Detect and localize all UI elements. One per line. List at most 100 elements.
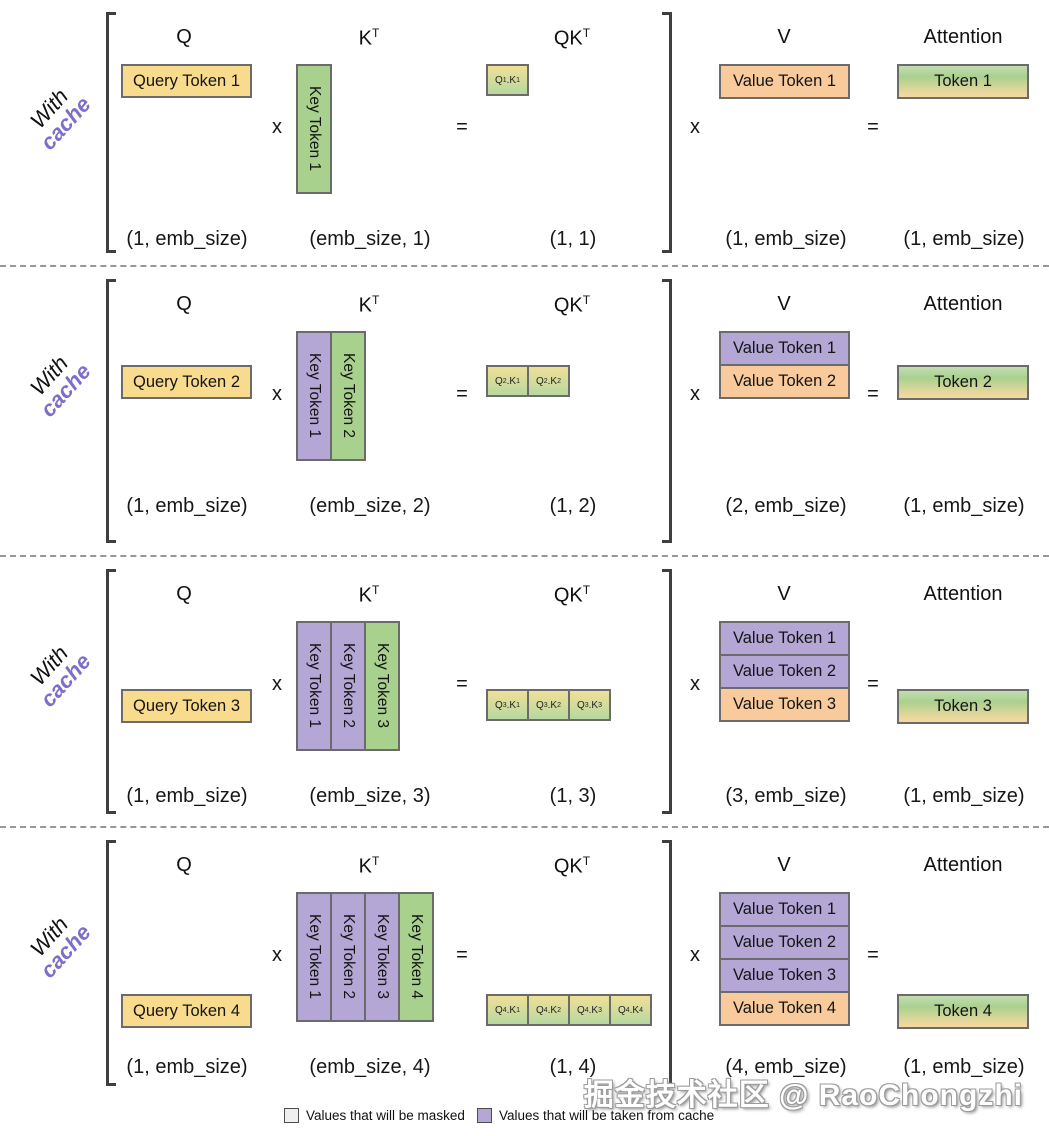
value-token-row: Value Token 2 (719, 925, 850, 960)
key-token-column: Key Token 4 (398, 892, 434, 1022)
close-bracket (662, 12, 672, 253)
dim-label-q: (1, emb_size) (126, 1056, 248, 1078)
close-bracket (662, 569, 672, 814)
open-bracket (106, 840, 116, 1086)
column-header-v: V (777, 854, 791, 876)
value-token-row: Value Token 3 (719, 958, 850, 993)
value-token-row: Value Token 3 (719, 687, 850, 722)
column-header-attention: Attention (923, 854, 1003, 876)
dim-label-qkt: (1, 4) (549, 1056, 597, 1078)
dim-label-attention: (1, emb_size) (903, 495, 1025, 517)
key-token-column: Key Token 1 (296, 64, 332, 194)
key-token-column: Key Token 3 (364, 892, 400, 1022)
column-header-q: Q (176, 293, 192, 315)
value-token-row: Value Token 1 (719, 331, 850, 366)
key-token-column: Key Token 3 (364, 621, 400, 751)
close-bracket (662, 279, 672, 543)
column-header-q: Q (176, 854, 192, 876)
equals-operator: = (456, 116, 468, 138)
dim-label-qkt: (1, 2) (549, 495, 597, 517)
column-header-attention: Attention (923, 293, 1003, 315)
query-token-box: Query Token 1 (121, 64, 252, 98)
open-bracket (106, 12, 116, 253)
column-header-q: Q (176, 583, 192, 605)
key-matrix: Key Token 1 (296, 64, 332, 194)
value-token-row: Value Token 1 (719, 621, 850, 656)
attention-token-box: Token 2 (897, 365, 1029, 400)
value-token-row: Value Token 1 (719, 64, 850, 99)
close-bracket (662, 840, 672, 1086)
dim-label-v: (2, emb_size) (725, 495, 847, 517)
key-token-column: Key Token 1 (296, 892, 332, 1022)
equals-operator: = (456, 673, 468, 695)
dim-label-attention: (1, emb_size) (903, 785, 1025, 807)
column-header-qkt: QKT (553, 293, 591, 317)
column-header-kt: KT (358, 854, 380, 878)
multiply-operator: x (690, 673, 700, 695)
column-header-v: V (777, 26, 791, 48)
column-header-v: V (777, 293, 791, 315)
legend-masked-label: Values that will be masked (306, 1108, 465, 1123)
column-header-kt: KT (358, 293, 380, 317)
query-token-box: Query Token 4 (121, 994, 252, 1028)
dim-label-qkt: (1, 1) (549, 228, 597, 250)
multiply-operator: x (272, 673, 282, 695)
dim-label-v: (3, emb_size) (725, 785, 847, 807)
value-token-row: Value Token 2 (719, 654, 850, 689)
legend-bar: Values that will be masked Values that w… (0, 1100, 1049, 1136)
equals-operator: = (456, 383, 468, 405)
dim-label-v: (1, emb_size) (725, 228, 847, 250)
equals-operator: = (867, 383, 879, 405)
dim-label-q: (1, emb_size) (126, 228, 248, 250)
multiply-operator: x (272, 944, 282, 966)
key-token-column: Key Token 1 (296, 331, 332, 461)
key-token-column: Key Token 1 (296, 621, 332, 751)
watermark: 掘金技术社区 @ RaoChongzhi (583, 1079, 1023, 1112)
key-token-column: Key Token 2 (330, 621, 366, 751)
value-token-row: Value Token 4 (719, 991, 850, 1026)
multiply-operator: x (272, 383, 282, 405)
cache-swatch-icon (477, 1108, 492, 1123)
dim-label-v: (4, emb_size) (725, 1056, 847, 1078)
column-header-v: V (777, 583, 791, 605)
query-token-box: Query Token 3 (121, 689, 252, 723)
column-header-qkt: QKT (553, 583, 591, 607)
dim-label-attention: (1, emb_size) (903, 1056, 1025, 1078)
multiply-operator: x (272, 116, 282, 138)
key-token-column: Key Token 2 (330, 331, 366, 461)
equals-operator: = (456, 944, 468, 966)
multiply-operator: x (690, 944, 700, 966)
column-header-attention: Attention (923, 583, 1003, 605)
dim-label-kt: (emb_size, 4) (309, 1056, 431, 1078)
query-token-box: Query Token 2 (121, 365, 252, 399)
attention-token-box: Token 1 (897, 64, 1029, 99)
column-header-kt: KT (358, 26, 380, 50)
dim-label-kt: (emb_size, 3) (309, 785, 431, 807)
dim-label-q: (1, emb_size) (126, 495, 248, 517)
key-token-column: Key Token 2 (330, 892, 366, 1022)
legend-item-cache: Values that will be taken from cache (477, 1108, 714, 1123)
legend-cache-label: Values that will be taken from cache (499, 1108, 715, 1123)
